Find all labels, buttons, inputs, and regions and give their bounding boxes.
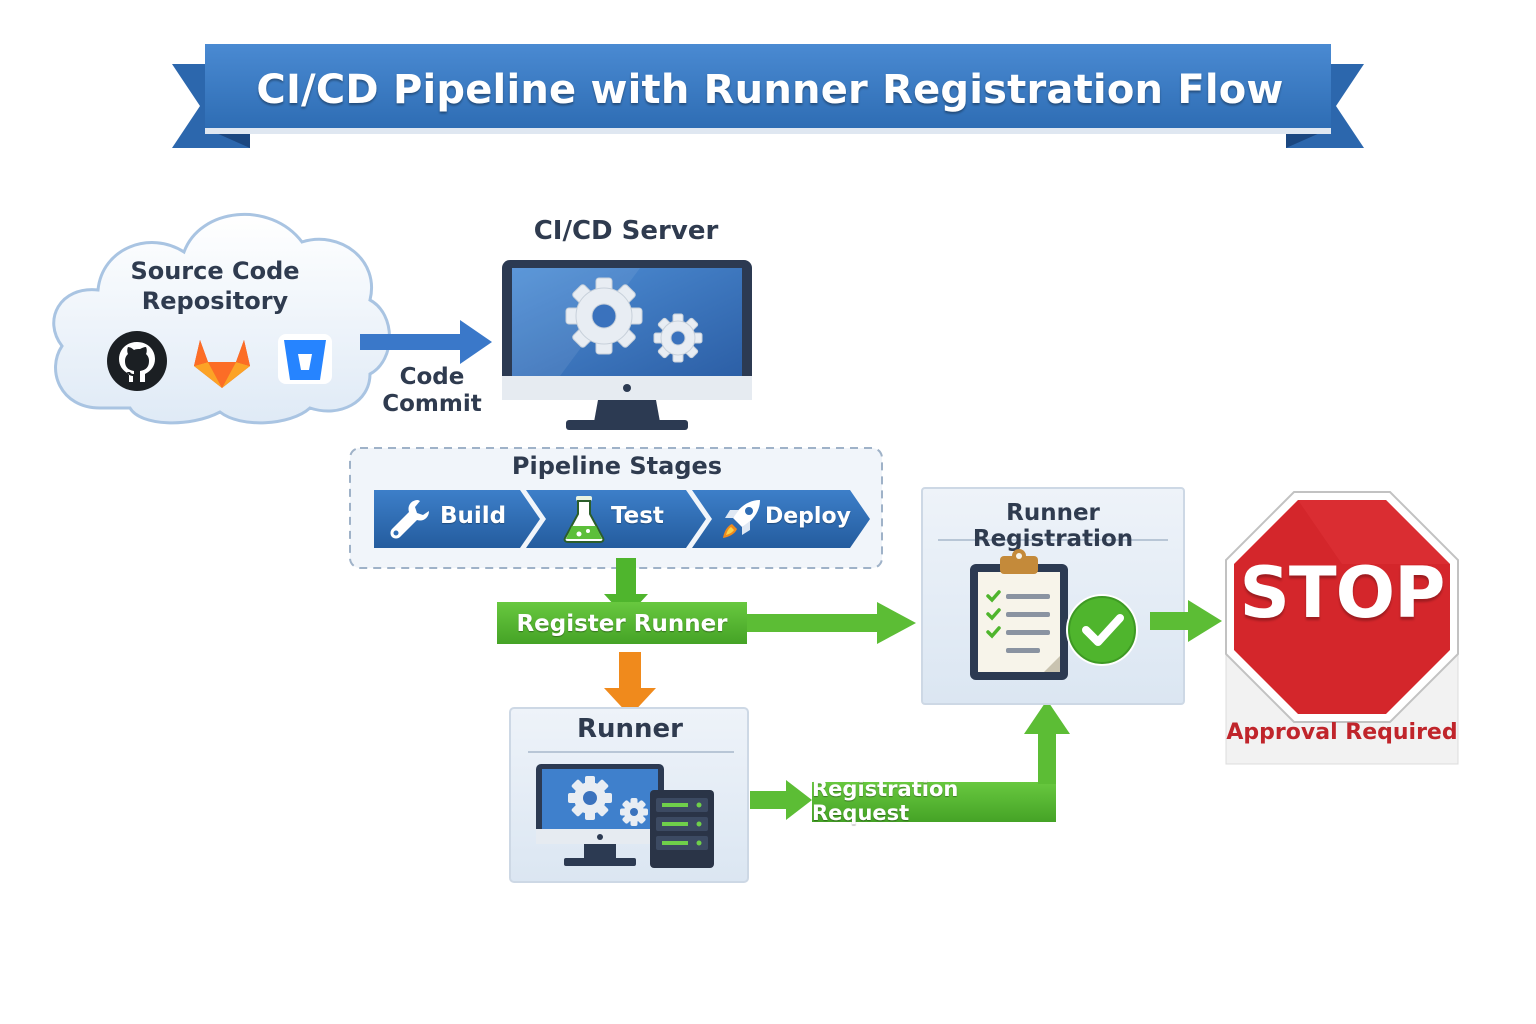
flask-icon (563, 496, 605, 543)
pipeline-stages-title: Pipeline Stages (511, 452, 723, 480)
stop-sign-text: STOP (1239, 552, 1446, 634)
title-banner (172, 44, 1364, 148)
commit-arrow (360, 320, 492, 364)
diagram-title: CI/CD Pipeline with Runner Registration … (256, 67, 1284, 113)
runner-title: Runner (576, 714, 683, 744)
repository-title: Source Code Repository (130, 257, 300, 315)
register-runner-label: Register Runner (516, 611, 728, 637)
wrench-icon (390, 500, 429, 539)
orange-down-arrow (604, 652, 656, 716)
runner-server-icon (536, 764, 714, 868)
github-icon (107, 331, 167, 391)
registration-request-flow (750, 700, 1070, 822)
code-commit-label: Code Commit (382, 364, 482, 417)
clipboard-check-icon (970, 549, 1138, 680)
register-runner-flow (497, 558, 916, 644)
stage-deploy-label: Deploy (765, 504, 851, 529)
monitor-gears-icon (502, 260, 752, 430)
stage-test-label: Test (611, 503, 664, 529)
approval-required-caption: Approval Required (1226, 720, 1458, 745)
bitbucket-icon (278, 334, 332, 384)
stop-sign (1225, 491, 1459, 765)
registration-request-label: Registration Request (812, 777, 959, 825)
rocket-icon (723, 500, 760, 538)
to-stop-arrow (1150, 600, 1222, 642)
runner-registration-title: Runner Registration (972, 500, 1134, 552)
stage-build-label: Build (440, 503, 507, 529)
gitlab-icon (194, 340, 250, 388)
server-title: CI/CD Server (533, 216, 719, 246)
